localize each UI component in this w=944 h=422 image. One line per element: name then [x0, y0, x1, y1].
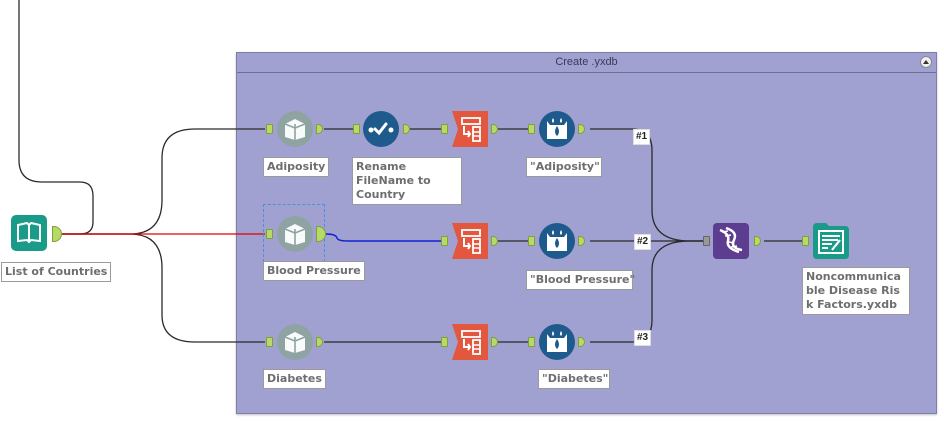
- tool-label-adiposity: Adiposity: [263, 157, 330, 177]
- output-anchor[interactable]: [578, 337, 585, 347]
- formula-beaker-icon: [539, 223, 575, 259]
- tool-label-list-of-countries: List of Countries: [1, 262, 112, 282]
- tool-label-output-yxdb: Noncommunicable Disease Risk Factors.yxd…: [802, 267, 910, 315]
- connection-label-1: #1: [633, 129, 651, 145]
- input-anchor[interactable]: [528, 337, 535, 347]
- tool-label-formula-diabetes: "Diabetes": [538, 369, 610, 389]
- input-anchor[interactable]: [528, 236, 535, 246]
- formula-beaker-icon: [539, 324, 575, 360]
- tool-label-diabetes: Diabetes: [263, 369, 326, 389]
- output-anchor[interactable]: [52, 226, 62, 242]
- tool-label-blood-pressure: Blood Pressure: [263, 261, 365, 281]
- connection-label-3: #3: [634, 330, 652, 346]
- union-dna-icon: [713, 223, 749, 259]
- input-anchor[interactable]: [353, 124, 360, 134]
- input-anchor[interactable]: [266, 124, 273, 134]
- multi-input-anchor[interactable]: [703, 236, 710, 246]
- input-anchor[interactable]: [528, 124, 535, 134]
- connection-wire-countries-adiposity[interactable]: [62, 128, 265, 235]
- collapse-up-icon[interactable]: [920, 56, 932, 68]
- book-input-icon: [277, 216, 313, 252]
- input-anchor[interactable]: [266, 229, 273, 239]
- input-anchor[interactable]: [802, 236, 809, 246]
- output-file-icon: [813, 223, 849, 259]
- transpose-icon: [452, 111, 488, 147]
- book-input-icon: [277, 324, 313, 360]
- container-header[interactable]: Create .yxdb: [237, 53, 936, 73]
- book-input-icon: [277, 111, 313, 147]
- output-anchor[interactable]: [316, 337, 323, 347]
- output-anchor[interactable]: [754, 236, 761, 246]
- transpose-icon: [452, 223, 488, 259]
- connection-wire-top[interactable]: [18, 0, 94, 235]
- select-check-icon: [363, 111, 399, 147]
- connection-label-2: #2: [634, 234, 652, 250]
- container-title: Create .yxdb: [555, 56, 618, 68]
- input-anchor[interactable]: [441, 124, 448, 134]
- input-anchor[interactable]: [441, 337, 448, 347]
- output-anchor[interactable]: [578, 124, 585, 134]
- input-anchor[interactable]: [266, 337, 273, 347]
- tool-label-rename-filename: Rename FileName to Country: [352, 157, 462, 205]
- tool-label-formula-adiposity: "Adiposity": [526, 157, 602, 177]
- input-anchor[interactable]: [441, 236, 448, 246]
- formula-beaker-icon: [539, 111, 575, 147]
- connection-wire-countries-diabetes[interactable]: [62, 233, 265, 343]
- tool-label-formula-blood-pressure: "Blood Pressure": [526, 270, 635, 290]
- transpose-icon: [452, 324, 488, 360]
- output-anchor[interactable]: [316, 124, 323, 134]
- book-input-icon: [11, 215, 47, 251]
- output-anchor[interactable]: [578, 236, 585, 246]
